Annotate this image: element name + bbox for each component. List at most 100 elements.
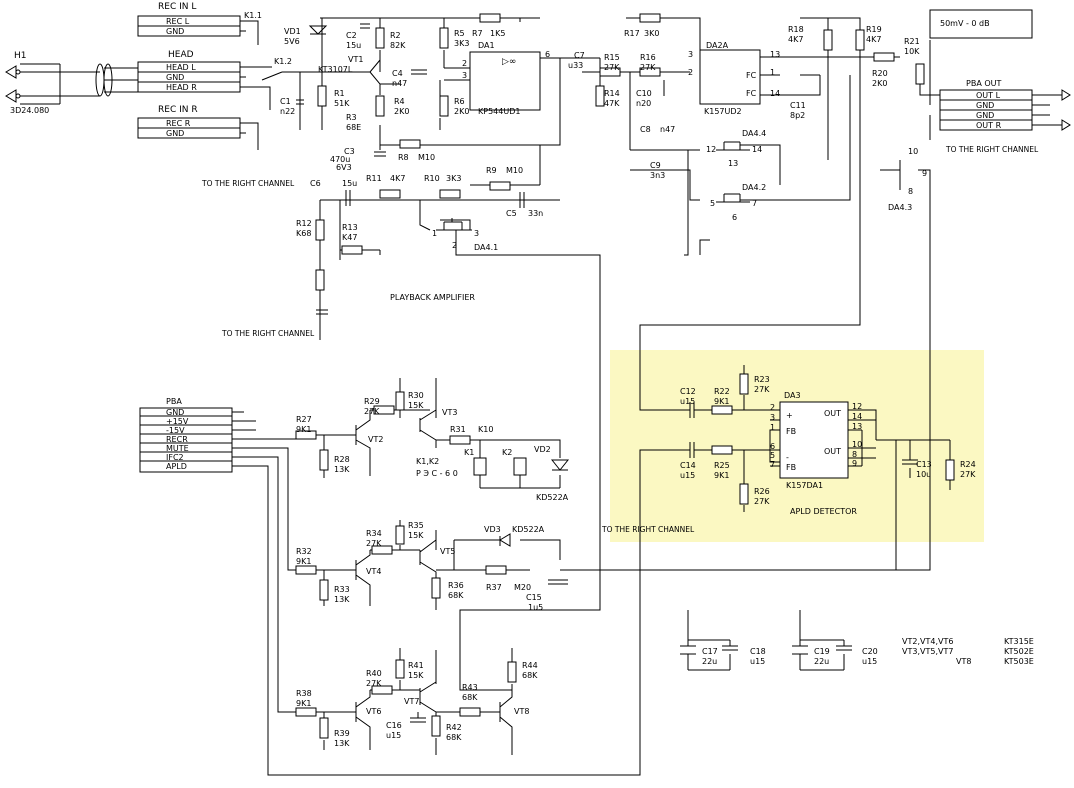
da1-type: KP544UD1 [478,107,520,116]
vt2-label: VT2 [368,435,383,444]
c4-label: C4 [392,69,403,78]
c11-label: C11 [790,101,806,110]
r26-label: R26 [754,487,770,496]
r17-label: R17 [624,29,640,38]
r14-label: R14 [604,89,620,98]
c13-label: C13 [916,460,932,469]
r32-label: R32 [296,547,312,556]
r28-val: 13K [334,465,350,474]
c5-val: 33n [528,209,543,218]
c18-val: u15 [750,657,765,666]
r15-val: 27K [604,63,620,72]
r22-val: 9K1 [714,397,729,406]
r25-val: 9K1 [714,471,729,480]
vd2-type: KD522A [536,493,569,502]
da3-out2: OUT [824,447,841,456]
c7-val: u33 [568,61,583,70]
da3-body [779,401,849,479]
type-kt503: KT503E [1004,657,1034,666]
r33-label: R33 [334,585,350,594]
c14-label: C14 [680,461,696,470]
r38-label: R38 [296,689,312,698]
c8-val: n47 [660,125,675,134]
da2a-p2: 2 [688,68,693,77]
r42-label: R42 [446,723,462,732]
r18-label: R18 [788,25,804,34]
r13-val: K47 [342,233,357,242]
r35-val: 15K [408,531,424,540]
r29-label: R29 [364,397,380,406]
r20-label: R20 [872,69,888,78]
c19-label: C19 [814,647,830,656]
note-right-channel-3: TO THE RIGHT CHANNEL [601,525,695,534]
head-title: HEAD [168,50,194,60]
da42-p5: 5 [710,199,715,208]
pba-out-gnd1: GND [976,101,994,110]
r36-label: R36 [448,581,464,590]
da2a-label: DA2A [706,41,729,50]
r6-val: 2K0 [454,107,469,116]
r18-val: 4K7 [788,35,803,44]
c3-volt: 6V3 [336,163,352,172]
c6-val: 15u [342,179,357,188]
r30-label: R30 [408,391,424,400]
rec-l-gnd: GND [166,27,184,36]
vd3-type: KD522A [512,525,545,534]
pba-p15: +15V [166,417,189,426]
c18-label: C18 [750,647,766,656]
c8-label: C8 [640,125,651,134]
r15-label: R15 [604,53,620,62]
mute-section: R32 9K1 R33 13K VT4 R34 27K R35 15K VT5 … [295,520,568,612]
da42-p7: 7 [752,199,757,208]
connector-h1: H1 3D24.080 [5,51,138,115]
da2a-body [699,49,761,105]
r43-label: R43 [462,683,478,692]
da41-label: DA4.1 [474,243,498,252]
da2a-p13: 13 [770,50,780,59]
pba-out-r: OUT R [976,121,1002,130]
c15-label: C15 [526,593,542,602]
c14-val: u15 [680,471,695,480]
r6-label: R6 [454,97,465,106]
da43-p8: 8 [908,187,913,196]
da41-p3: 3 [474,229,479,238]
da43-label: DA4.3 [888,203,912,212]
c1-label: C1 [280,97,291,106]
r7-label: R7 [472,29,483,38]
playback-amplifier: PLAYBACK AMPLIFIER [221,13,695,534]
relay-type: Р Э С - 6 0 [416,469,458,478]
r31-label: R31 [450,425,466,434]
r27-label: R27 [296,415,312,424]
c6-label: C6 [310,179,321,188]
c12-label: C12 [680,387,696,396]
r44-val: 68K [522,671,538,680]
da3-pl1: 1 [770,423,775,432]
k12-label: K1.2 [274,57,292,66]
head-connector: HEAD HEAD L GND HEAD R K1.2 [137,50,300,110]
da3-fb2: FB [786,463,796,472]
head-gnd-pin: GND [166,73,184,82]
pba-m15: -15V [166,426,185,435]
c16-val: u15 [386,731,401,740]
h1-part: 3D24.080 [10,106,49,115]
c20-label: C20 [862,647,878,656]
r3-val: 68E [346,123,361,132]
c19-val: 22u [814,657,829,666]
c17-val: 22u [702,657,717,666]
c15-val: 1u5 [528,603,543,612]
r41-val: 15K [408,671,424,680]
da1-inf: ▷∞ [502,57,516,67]
da3-pr14: 14 [852,412,862,421]
r39-label: R39 [334,729,350,738]
r33-val: 13K [334,595,350,604]
vd1-val: 5V6 [284,37,300,46]
rec-in-l-title: REC IN L [158,2,196,12]
r5-label: R5 [454,29,465,38]
r14-val: 47K [604,99,620,108]
da44-label: DA4.4 [742,129,766,138]
da1-pin2: 2 [462,59,467,68]
power-decoupling: C17 22u C18 u15 C19 22u C20 u15 VT2,VT4,… [680,610,1034,671]
c5-label: C5 [506,209,517,218]
vt8-list: VT8 [956,657,971,666]
